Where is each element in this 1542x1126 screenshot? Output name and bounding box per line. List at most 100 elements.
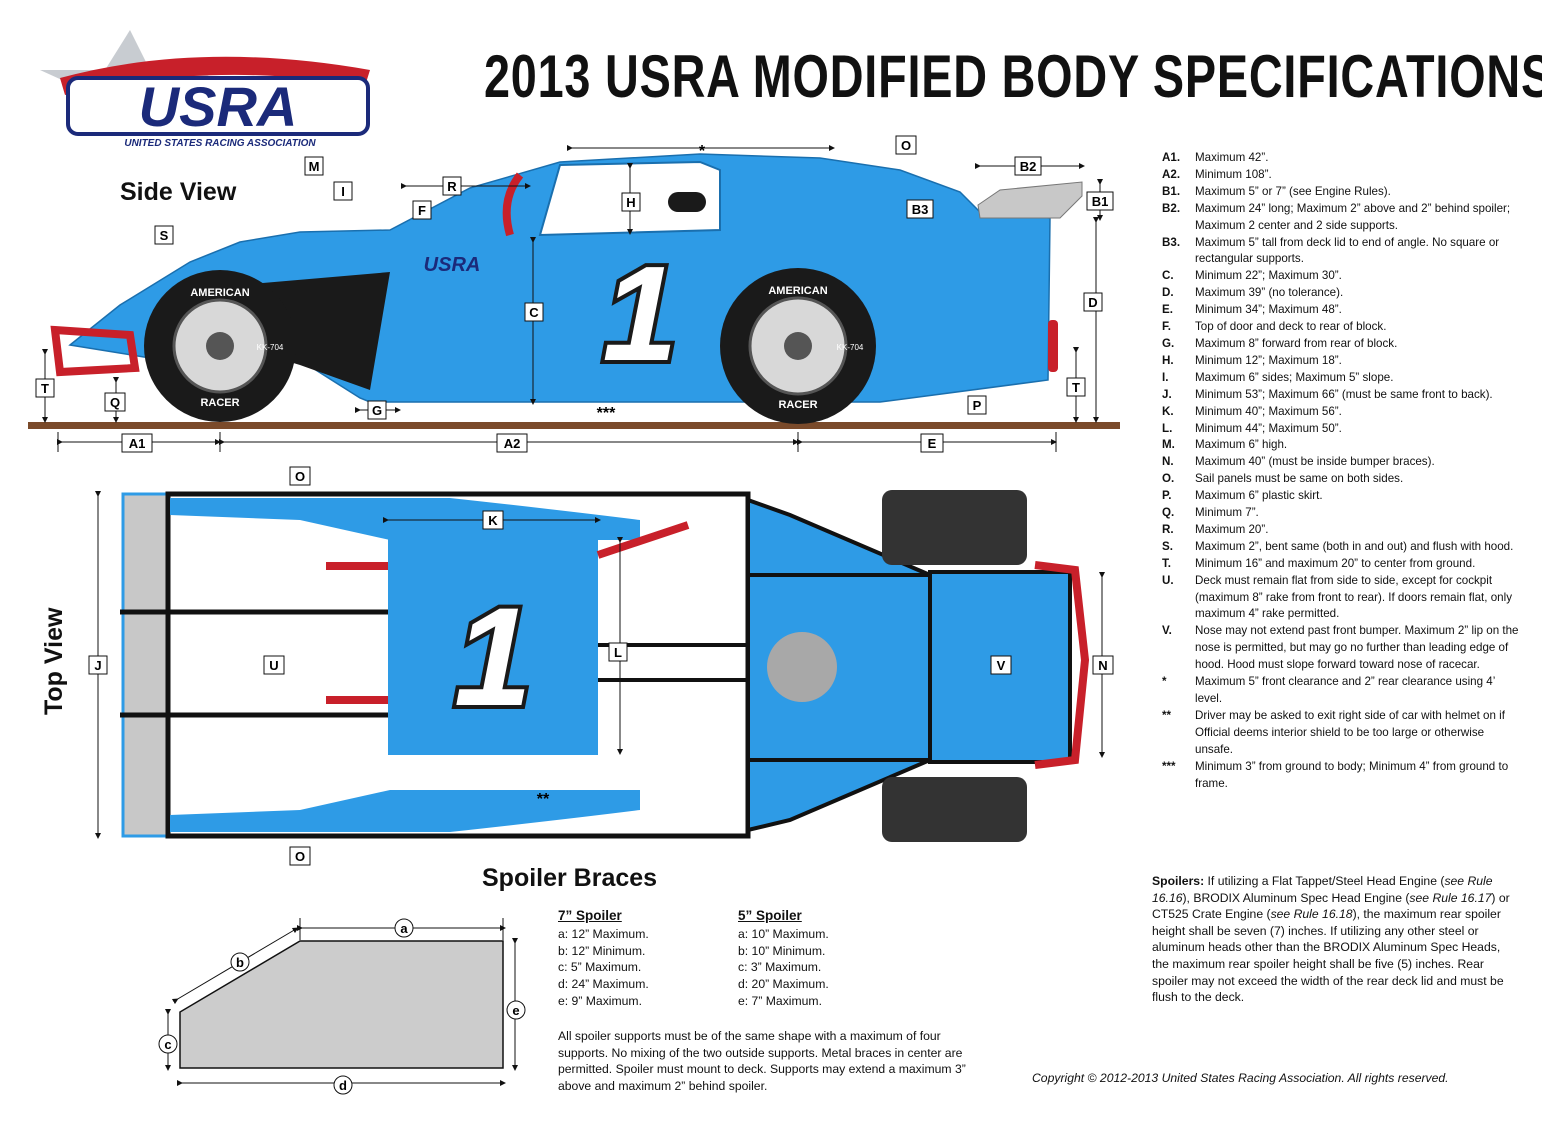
seven-inch-c: c: 5” Maximum. xyxy=(558,960,642,975)
spec-text: Minimum 16” and maximum 20” to center fr… xyxy=(1195,556,1476,570)
label-v: V xyxy=(990,655,1012,675)
svg-text:A1: A1 xyxy=(129,436,146,451)
side-view-label: Side View xyxy=(120,178,237,206)
side-view-diagram: USRA 1 AMERICAN RACER KK-704 AMERICAN RA… xyxy=(28,145,1120,452)
spec-text: Minimum 12”; Maximum 18”. xyxy=(1195,353,1342,367)
page-title: 2013 USRA MODIFIED BODY SPECIFICATIONS xyxy=(484,43,1542,110)
svg-text:S: S xyxy=(160,228,169,243)
five-inch-a: a: 10” Maximum. xyxy=(738,926,829,941)
spec-row: E.Minimum 34”; Maximum 48”. xyxy=(1162,302,1522,319)
spec-key: Q. xyxy=(1162,506,1175,520)
svg-text:G: G xyxy=(372,403,382,418)
front-tire-model: RACER xyxy=(200,397,239,409)
spec-row: Q.Minimum 7”. xyxy=(1162,505,1522,522)
spec-key: L. xyxy=(1162,421,1173,435)
spec-row: T. Minimum 16” and maximum 20” to center … xyxy=(1162,556,1522,573)
label-g: G xyxy=(367,400,387,420)
svg-text:d: d xyxy=(339,1078,347,1093)
svg-text:b: b xyxy=(236,955,244,970)
spec-row: B1.Maximum 5” or 7” (see Engine Rules). xyxy=(1162,184,1522,201)
svg-text:N: N xyxy=(1098,658,1107,673)
spoilers-note-p2: ), BRODIX Aluminum Spec Head Engine ( xyxy=(1182,890,1410,905)
spec-row: *Maximum 5” front clearance and 2” rear … xyxy=(1162,674,1522,708)
label-b3: B3 xyxy=(906,199,934,219)
svg-text:O: O xyxy=(295,849,305,864)
spec-text: Sail panels must be same on both sides. xyxy=(1195,472,1404,486)
roll-cage-bar xyxy=(502,172,524,237)
spec-key: I. xyxy=(1162,370,1169,384)
seven-inch-e: e: 9” Maximum. xyxy=(558,993,642,1008)
seven-inch-heading: 7” Spoiler xyxy=(558,908,622,923)
top-cockpit-deck xyxy=(388,535,598,755)
spec-text: Nose may not extend past front bumper. M… xyxy=(1195,624,1519,672)
spoiler-supports-note: All spoiler supports must be of the same… xyxy=(558,1029,966,1093)
rear-tire-brand: AMERICAN xyxy=(768,285,827,297)
spoiler-label-d: d xyxy=(333,1075,353,1095)
spec-key: D. xyxy=(1162,286,1174,300)
spec-key: A1. xyxy=(1162,151,1181,164)
spoilers-note-r3: see Rule 16.18 xyxy=(1270,907,1353,922)
label-o-top: O xyxy=(289,466,311,486)
svg-text:T: T xyxy=(1072,380,1080,395)
svg-text:B2: B2 xyxy=(1020,159,1037,174)
spec-row: P.Maximum 6” plastic skirt. xyxy=(1162,488,1522,505)
label-t-front: T xyxy=(35,378,55,398)
spec-key: G. xyxy=(1162,336,1175,350)
usra-logo: USRA UNITED STATES RACING ASSOCIATION xyxy=(40,30,370,149)
spec-text: Maximum 6” sides; Maximum 5” slope. xyxy=(1195,370,1394,384)
spec-row: J.Minimum 53”; Maximum 66” (must be same… xyxy=(1162,387,1522,404)
spoiler-braces-label: Spoiler Braces xyxy=(482,864,658,892)
label-k: K xyxy=(482,510,504,530)
front-tire-brand: AMERICAN xyxy=(190,287,249,299)
five-inch-b: b: 10” Minimum. xyxy=(738,943,826,958)
spec-row: S.Maximum 2”, bent same (both in and out… xyxy=(1162,539,1522,556)
spec-key: ** xyxy=(1162,708,1172,722)
spec-row: A1.Maximum 42”. xyxy=(1162,150,1522,167)
ground-line xyxy=(28,422,1120,429)
spec-key: H. xyxy=(1162,353,1174,367)
spec-text: Maximum 5” or 7” (see Engine Rules). xyxy=(1195,184,1391,198)
seven-inch-d: d: 24” Maximum. xyxy=(558,977,649,992)
spec-row: I. Maximum 6” sides; Maximum 5” slope. xyxy=(1162,370,1522,387)
spoiler-label-e: e xyxy=(506,1000,526,1020)
label-triple-star: *** xyxy=(597,405,616,422)
spoilers-note-r1: see Rule 16.16 xyxy=(1152,874,1493,905)
label-l: L xyxy=(608,642,628,662)
label-p: P xyxy=(967,395,987,415)
driver-helmet xyxy=(668,192,706,212)
label-n: N xyxy=(1092,655,1114,675)
spec-text: Minimum 34”; Maximum 48”. xyxy=(1195,303,1342,317)
spoilers-note-lead: Spoilers: xyxy=(1152,874,1205,888)
spec-text: Minimum 40”; Maximum 56”. xyxy=(1195,404,1342,418)
spec-key: *** xyxy=(1162,759,1176,773)
five-inch-spoiler-specs: 5” Spoiler a: 10” Maximum. b: 10” Minimu… xyxy=(738,908,829,1010)
rear-tire-code: KK-704 xyxy=(837,343,864,352)
svg-text:A2: A2 xyxy=(504,436,521,451)
seven-inch-a: a: 12” Maximum. xyxy=(558,926,649,941)
spec-key: * xyxy=(1162,675,1167,689)
spec-row: K. Minimum 40”; Maximum 56”. xyxy=(1162,404,1522,421)
svg-text:P: P xyxy=(973,398,982,413)
label-c: C xyxy=(524,302,544,322)
svg-text:H: H xyxy=(626,195,635,210)
spec-key: T. xyxy=(1162,556,1172,570)
label-i: I xyxy=(333,181,353,201)
spoilers-note-p3: ) or CT525 Crate Engine ( xyxy=(1152,890,1510,922)
logo-subtext: UNITED STATES RACING ASSOCIATION xyxy=(124,138,316,149)
label-h: H xyxy=(621,192,641,212)
svg-text:O: O xyxy=(901,138,911,153)
spoilers-note-p4: ), the maximum rear spoiler height shall… xyxy=(1152,907,1504,1005)
spec-key: R. xyxy=(1162,522,1174,536)
spec-text: Maximum 40” (must be inside bumper brace… xyxy=(1195,455,1435,469)
label-b2: B2 xyxy=(1014,156,1042,176)
spec-key: N. xyxy=(1162,455,1174,469)
svg-text:V: V xyxy=(997,658,1006,673)
spec-row: ***Minimum 3” from ground to body; Minim… xyxy=(1162,759,1522,793)
svg-text:B3: B3 xyxy=(912,202,929,217)
spec-text: Maximum 6” high. xyxy=(1195,438,1288,452)
spec-key: K. xyxy=(1162,404,1174,418)
top-front-bumper xyxy=(1034,561,1090,769)
label-o-bottom: O xyxy=(289,846,311,866)
rear-bumper xyxy=(1048,320,1058,372)
